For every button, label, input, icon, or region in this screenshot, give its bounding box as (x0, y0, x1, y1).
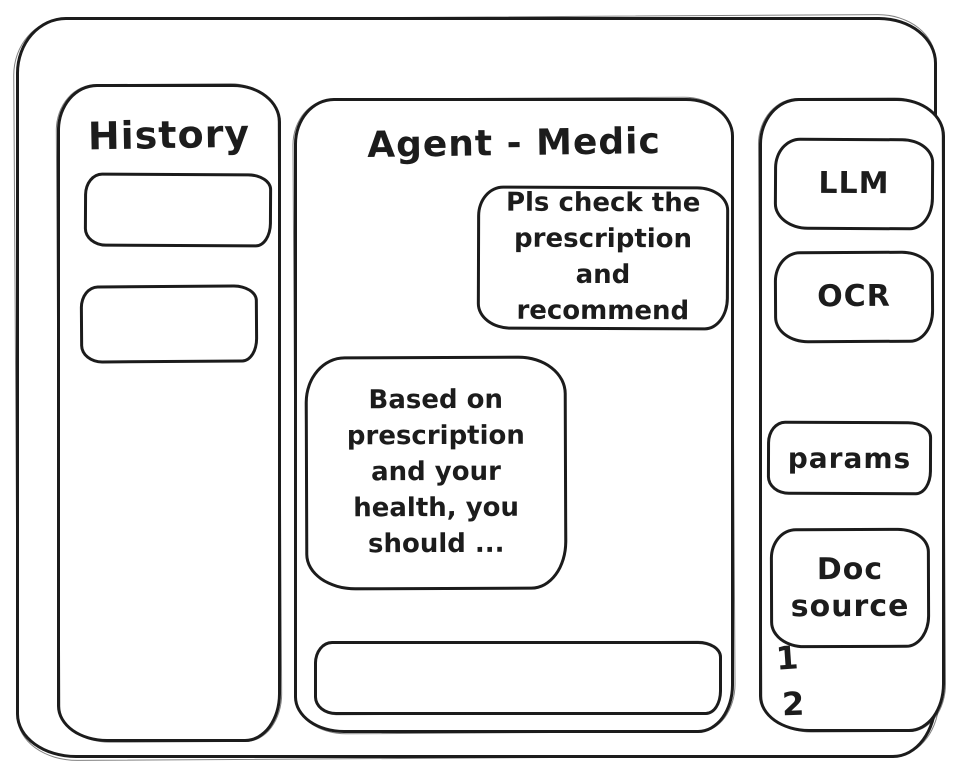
ocr-button[interactable]: OCR (773, 250, 935, 344)
doc-source-item-2[interactable]: 2 (781, 684, 805, 724)
chat-input-bar (314, 641, 722, 715)
doc-source-button[interactable]: Doc source (769, 527, 931, 649)
app-window-frame: History Agent - Medic Pls check the pres… (16, 17, 945, 758)
chat-panel: Agent - Medic Pls check the prescription… (294, 98, 734, 733)
user-message-bubble: Pls check the prescription and recommend (476, 185, 730, 331)
tools-sidebar: LLM OCR params Doc source 1 2 (759, 98, 945, 732)
history-item[interactable] (79, 284, 259, 364)
history-sidebar: History (57, 84, 281, 742)
doc-source-item-1[interactable]: 1 (774, 638, 800, 678)
chat-panel-title: Agent - Medic (366, 120, 662, 167)
chat-input[interactable] (337, 644, 699, 712)
assistant-message-text: Based on prescription and your health, y… (346, 385, 525, 560)
history-item[interactable] (83, 172, 273, 248)
assistant-message-bubble: Based on prescription and your health, y… (304, 355, 568, 591)
history-title: History (87, 111, 251, 159)
params-button[interactable]: params (766, 420, 933, 496)
user-message-text: Pls check the prescription and recommend (505, 187, 701, 327)
llm-button[interactable]: LLM (773, 137, 935, 231)
